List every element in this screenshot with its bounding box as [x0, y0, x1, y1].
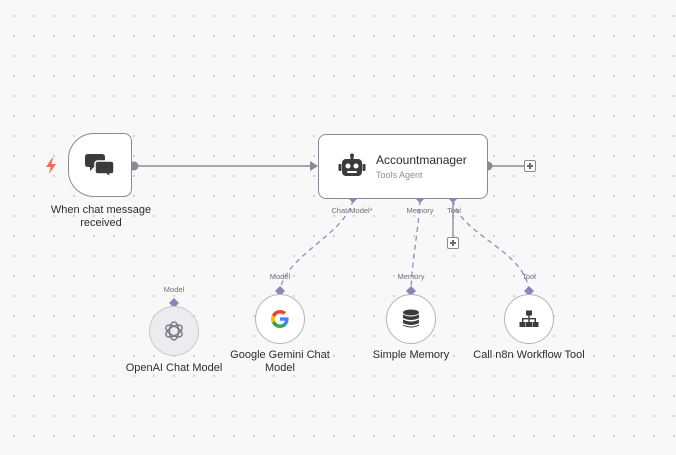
workflow-tool-output-port[interactable]	[524, 286, 534, 296]
openai-chat-model-node[interactable]	[149, 306, 199, 356]
gemini-chat-model-node[interactable]	[255, 294, 305, 344]
gemini-output-port[interactable]	[275, 286, 285, 296]
main-connection-arrow	[310, 161, 318, 171]
required-marker: *	[369, 206, 373, 215]
chat-model-port-label: Chat Model*	[331, 206, 372, 215]
gemini-model-connection[interactable]	[279, 199, 354, 292]
chat-trigger-node[interactable]	[68, 133, 132, 197]
ai-agent-node[interactable]: Accountmanager Tools Agent	[318, 134, 488, 199]
agent-title: Accountmanager	[376, 153, 467, 167]
openai-chat-model-label: OpenAI Chat Model	[125, 362, 223, 374]
robot-icon	[338, 153, 366, 176]
memory-connection[interactable]	[410, 199, 421, 292]
tool-port-label: Tool	[447, 206, 461, 215]
workflow-tool-node[interactable]	[504, 294, 554, 344]
openai-port-label: Model	[163, 285, 185, 294]
tool-connection[interactable]	[452, 199, 530, 292]
openai-icon	[165, 321, 183, 341]
sitemap-icon	[519, 310, 539, 327]
workflow-tool-port-label: Tool	[522, 272, 536, 281]
openai-output-port[interactable]	[169, 298, 179, 308]
add-tool-button[interactable]	[447, 237, 459, 249]
memory-sub-port-label: Memory	[397, 272, 425, 281]
google-icon	[271, 310, 289, 328]
chat-model-port-text: Chat Model	[331, 206, 370, 215]
chat-trigger-label: When chat message received	[50, 204, 152, 229]
simple-memory-label: Simple Memory	[372, 349, 450, 361]
gemini-port-label: Model	[269, 272, 291, 281]
agent-subtitle: Tools Agent	[376, 170, 423, 180]
chat-bubbles-icon	[85, 154, 115, 178]
memory-output-port[interactable]	[406, 286, 416, 296]
memory-port-label: Memory	[406, 206, 434, 215]
simple-memory-node[interactable]	[386, 294, 436, 344]
database-icon	[403, 309, 419, 328]
gemini-chat-model-label: Google Gemini Chat Model	[230, 349, 330, 374]
bolt-icon	[46, 158, 56, 174]
agent-add-next-node-button[interactable]	[524, 160, 536, 172]
workflow-tool-label: Call n8n Workflow Tool	[473, 349, 585, 361]
